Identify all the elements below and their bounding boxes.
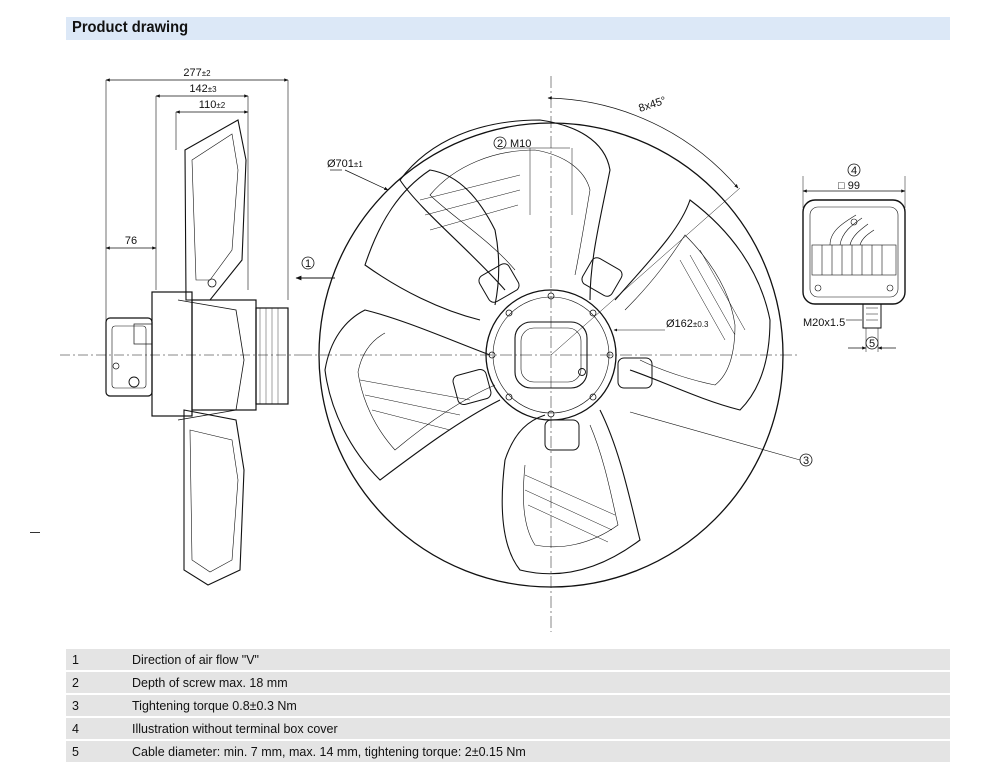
note-number: 4: [72, 721, 79, 736]
note-text: Depth of screw max. 18 mm: [132, 675, 288, 690]
note-number: 1: [72, 652, 79, 667]
section-header: Product drawing: [66, 17, 950, 40]
note-row: 3 Tightening torque 0.8±0.3 Nm: [66, 695, 950, 716]
notes-table: 1 Direction of air flow "V" 2 Depth of s…: [66, 649, 950, 764]
note-row: 4 Illustration without terminal box cove…: [66, 718, 950, 739]
section-title: Product drawing: [72, 19, 189, 36]
note-number: 2: [72, 675, 79, 690]
note-text: Tightening torque 0.8±0.3 Nm: [132, 698, 297, 713]
callout-5: 5: [869, 338, 875, 350]
note-text: Illustration without terminal box cover: [132, 721, 338, 736]
dim-inner-depth: 110±2: [199, 99, 226, 111]
callout-3: 3: [803, 455, 809, 467]
dim-overall-depth: 277±2: [183, 67, 211, 79]
note-text: Cable diameter: min. 7 mm, max. 14 mm, t…: [132, 744, 526, 759]
side-view: [60, 78, 300, 586]
callout-4: 4: [851, 165, 857, 177]
note-number: 3: [72, 698, 79, 713]
terminal-box-detail: [802, 176, 906, 352]
dim-box-size: □ 99: [838, 180, 860, 192]
note-row: 1 Direction of air flow "V": [66, 649, 950, 670]
note-row: 2 Depth of screw max. 18 mm: [66, 672, 950, 693]
front-view: [300, 76, 801, 632]
margin-dash: [30, 532, 40, 533]
note-number: 5: [72, 744, 79, 759]
product-drawing: 277±2 142±3 110±2 76 1: [0, 40, 1000, 640]
note-row: 5 Cable diameter: min. 7 mm, max. 14 mm,…: [66, 741, 950, 762]
dim-diameter-outer: Ø701±1: [327, 158, 363, 170]
airflow-arrow-icon: [295, 256, 335, 281]
callout-1: 1: [305, 258, 311, 270]
dim-angle-pattern: 8x45°: [637, 95, 668, 115]
dim-offset: 76: [125, 235, 137, 247]
note-text: Direction of air flow "V": [132, 652, 259, 667]
dim-diameter-hub: Ø162±0.3: [666, 318, 709, 330]
dim-thread-m10: M10: [510, 138, 531, 150]
dim-mid-depth: 142±3: [189, 83, 217, 95]
callout-2: 2: [497, 138, 503, 150]
dim-cable-gland: M20x1.5: [803, 317, 845, 329]
